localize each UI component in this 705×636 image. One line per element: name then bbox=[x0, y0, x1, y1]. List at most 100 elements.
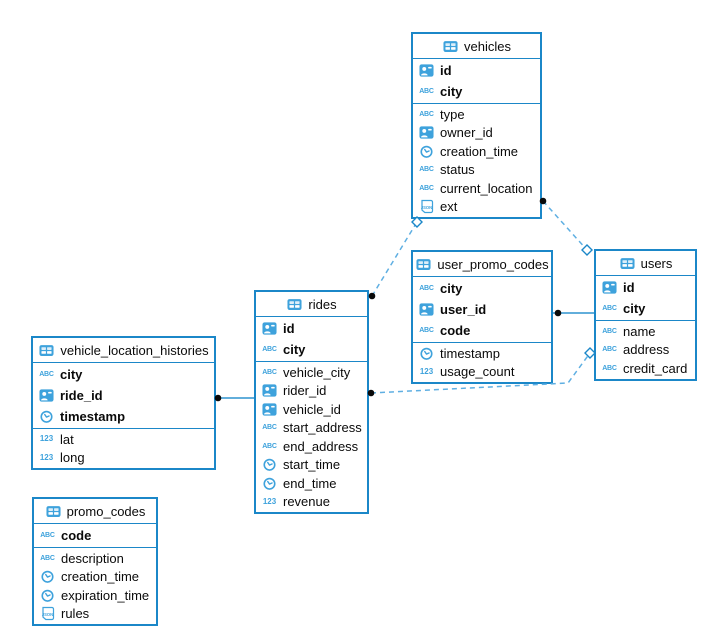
table-icon bbox=[619, 256, 636, 271]
string-type-icon: ABC bbox=[262, 368, 277, 376]
table-header[interactable]: promo_codes bbox=[34, 499, 156, 524]
field-id[interactable]: id bbox=[413, 60, 540, 81]
string-type-icon: ABC bbox=[419, 110, 434, 118]
field-expiration_time[interactable]: expiration_time bbox=[34, 586, 156, 605]
field-label: user_id bbox=[440, 302, 487, 317]
field-long[interactable]: 123 long bbox=[33, 449, 214, 468]
field-timestamp[interactable]: timestamp bbox=[413, 344, 551, 363]
field-label: description bbox=[61, 550, 124, 566]
field-label: end_address bbox=[283, 438, 359, 454]
fields-section: 123 lat 123 long bbox=[33, 429, 214, 468]
string-type-icon: ABC bbox=[602, 364, 617, 372]
string-type-icon: ABC bbox=[419, 88, 434, 95]
field-label: creation_time bbox=[440, 143, 519, 159]
field-lat[interactable]: 123 lat bbox=[33, 430, 214, 449]
number-type-icon: 123 bbox=[39, 434, 54, 444]
field-label: code bbox=[440, 323, 471, 338]
field-label: vehicle_city bbox=[283, 364, 351, 380]
string-type-icon: ABC bbox=[40, 532, 55, 539]
field-vehicle_id[interactable]: vehicle_id bbox=[256, 400, 367, 419]
table-header[interactable]: rides bbox=[256, 292, 367, 317]
field-vehicle_city[interactable]: ABC vehicle_city bbox=[256, 363, 367, 382]
field-label: current_location bbox=[440, 180, 533, 196]
field-owner_id[interactable]: owner_id bbox=[413, 124, 540, 143]
field-label: lat bbox=[60, 431, 74, 447]
field-ride_id[interactable]: ride_id bbox=[33, 385, 214, 406]
table-header[interactable]: user_promo_codes bbox=[413, 252, 551, 277]
string-type-icon: ABC bbox=[40, 554, 55, 562]
field-end_time[interactable]: end_time bbox=[256, 474, 367, 493]
id-type-icon bbox=[601, 280, 618, 295]
id-type-icon bbox=[261, 402, 278, 417]
field-id[interactable]: id bbox=[256, 318, 367, 339]
number-type-icon: 123 bbox=[39, 452, 54, 462]
id-type-icon bbox=[418, 125, 435, 140]
field-label: id bbox=[440, 63, 452, 78]
field-creation_time[interactable]: creation_time bbox=[34, 568, 156, 587]
field-label: long bbox=[60, 450, 85, 466]
field-description[interactable]: ABC description bbox=[34, 549, 156, 568]
number-type-icon: 123 bbox=[262, 496, 277, 506]
field-creation_time[interactable]: creation_time bbox=[413, 142, 540, 161]
table-header[interactable]: vehicles bbox=[413, 34, 540, 59]
field-rider_id[interactable]: rider_id bbox=[256, 382, 367, 401]
time-type-icon bbox=[38, 409, 55, 424]
field-end_address[interactable]: ABC end_address bbox=[256, 437, 367, 456]
table-header[interactable]: vehicle_location_histories bbox=[33, 338, 214, 363]
table-header[interactable]: users bbox=[596, 251, 695, 276]
field-user_id[interactable]: user_id bbox=[413, 299, 551, 320]
string-type-icon: ABC bbox=[262, 346, 277, 353]
field-start_time[interactable]: start_time bbox=[256, 456, 367, 475]
relation-dot-marker bbox=[554, 309, 562, 317]
field-label: ext bbox=[440, 199, 458, 215]
field-label: end_time bbox=[283, 475, 337, 491]
field-label: owner_id bbox=[440, 125, 493, 141]
field-label: rider_id bbox=[283, 383, 327, 399]
string-type-icon: ABC bbox=[602, 327, 617, 335]
number-type-icon: 123 bbox=[419, 366, 434, 376]
time-type-icon bbox=[261, 457, 278, 472]
string-type-icon: ABC bbox=[419, 166, 434, 174]
table-title: rides bbox=[308, 296, 337, 312]
field-label: timestamp bbox=[60, 409, 126, 424]
field-timestamp[interactable]: timestamp bbox=[33, 406, 214, 427]
table-title: promo_codes bbox=[66, 503, 146, 519]
field-id[interactable]: id bbox=[596, 277, 695, 298]
string-type-icon: ABC bbox=[262, 442, 277, 450]
time-type-icon bbox=[261, 476, 278, 491]
